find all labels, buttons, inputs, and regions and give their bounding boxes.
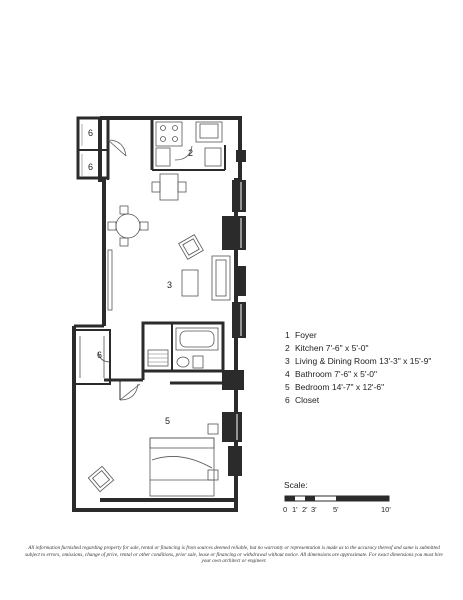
kitchen-fixtures bbox=[155, 121, 223, 167]
windows bbox=[222, 150, 246, 476]
closet-label-b: 6 bbox=[88, 162, 93, 172]
scale-tick: 2' bbox=[302, 505, 308, 514]
window-glazing bbox=[236, 182, 242, 440]
scale-tick: 3' bbox=[311, 505, 317, 514]
shelving-hatch bbox=[148, 353, 168, 363]
living-furniture bbox=[107, 173, 231, 311]
bedroom-furniture bbox=[79, 336, 219, 497]
scale-tick: 0 bbox=[283, 505, 288, 514]
bedroom-label: 5 bbox=[165, 416, 170, 426]
scale-bar bbox=[284, 495, 390, 502]
scale-title: Scale: bbox=[284, 480, 308, 490]
doors bbox=[97, 139, 193, 401]
kitchen-label: 2 bbox=[188, 148, 193, 158]
scale-tick: 10' bbox=[381, 505, 391, 514]
scale-tick: 5' bbox=[333, 505, 339, 514]
scale-tick: 1' bbox=[292, 505, 298, 514]
interior-walls bbox=[73, 118, 232, 400]
closet-label-a: 6 bbox=[88, 128, 93, 138]
living-label: 3 bbox=[167, 280, 172, 290]
scale-ticks: 0 1' 2' 3' 5' 10' bbox=[283, 505, 393, 515]
exterior-walls bbox=[72, 116, 242, 512]
legal-disclaimer: All information furnished regarding prop… bbox=[25, 545, 443, 565]
closet-label-c: 6 bbox=[97, 350, 102, 360]
